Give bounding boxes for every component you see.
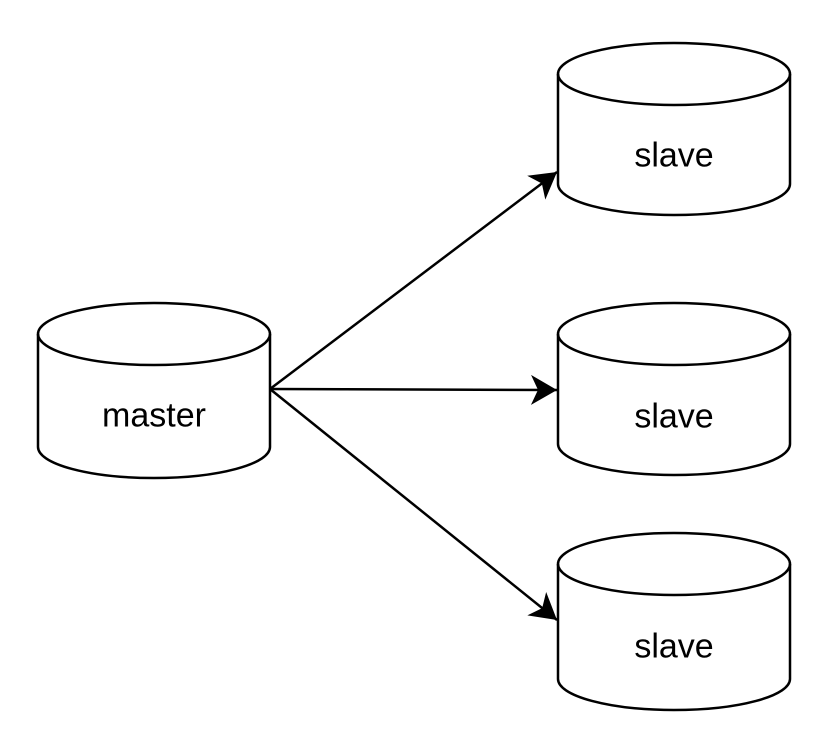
slave-1-cylinder-rim xyxy=(556,73,792,107)
master-cylinder-body xyxy=(36,301,272,480)
slave-3-cylinder-rim xyxy=(556,563,792,597)
node-master-cylinder-icon xyxy=(36,301,272,480)
edge-master-to-slave-1-arrow xyxy=(269,171,558,390)
edge-master-to-slave-3-arrow xyxy=(269,388,558,621)
node-slave-3-cylinder-icon xyxy=(556,531,792,712)
edge-master-to-slave-2-arrow xyxy=(269,374,558,405)
node-label-slave-3: slave xyxy=(634,627,714,666)
slave-3-cylinder-body xyxy=(556,531,792,712)
node-label-slave-1: slave xyxy=(634,136,714,175)
node-slave-2-cylinder-icon xyxy=(556,301,792,477)
master-cylinder-rim xyxy=(36,333,272,367)
node-slave-1-cylinder-icon xyxy=(556,41,792,217)
slave-2-cylinder-rim xyxy=(556,333,792,367)
node-label-slave-2: slave xyxy=(634,397,714,436)
node-label-master: master xyxy=(102,396,206,435)
slave-2-cylinder-body xyxy=(556,301,792,477)
edges-group xyxy=(269,171,558,621)
slave-1-cylinder-body xyxy=(556,41,792,217)
